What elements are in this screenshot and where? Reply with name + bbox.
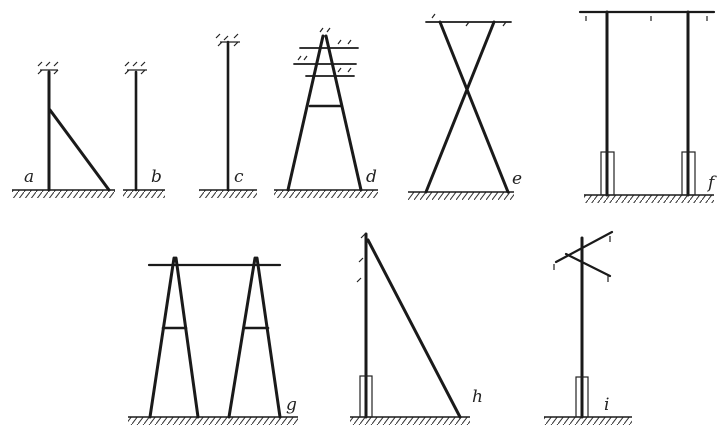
pole-h: h bbox=[350, 232, 483, 425]
base-h bbox=[359, 375, 373, 418]
insulators-i bbox=[553, 236, 611, 282]
leg-3-g bbox=[227, 256, 257, 419]
pole-f: f bbox=[578, 10, 717, 203]
leg-1-g bbox=[148, 256, 176, 419]
strut-h bbox=[366, 238, 462, 419]
insulators-c bbox=[215, 33, 240, 47]
leg-left-e bbox=[438, 20, 510, 194]
ground-hatch-d bbox=[274, 190, 378, 198]
ground-hatch-b bbox=[123, 190, 165, 198]
pole-c: c bbox=[199, 33, 257, 198]
pole-e: e bbox=[408, 13, 522, 200]
ground-hatch-h bbox=[350, 417, 470, 425]
ground-hatch-a bbox=[12, 190, 115, 198]
insulators-a bbox=[37, 61, 59, 75]
ground-hatch-i bbox=[544, 417, 632, 425]
pole-g: g bbox=[128, 256, 298, 425]
label-g: g bbox=[286, 395, 297, 415]
label-f: f bbox=[706, 173, 717, 193]
insulators-h bbox=[356, 233, 366, 283]
insulators-f bbox=[585, 16, 708, 21]
leg-left-d bbox=[286, 34, 325, 192]
strut-a bbox=[48, 108, 111, 192]
ground-hatch-g bbox=[128, 417, 298, 425]
label-b: b bbox=[151, 167, 162, 187]
base-left-f bbox=[600, 151, 615, 196]
label-c: c bbox=[234, 167, 244, 187]
base-i bbox=[575, 376, 589, 418]
ground-hatch-f bbox=[584, 195, 714, 203]
label-h: h bbox=[472, 387, 483, 407]
leg-4-g bbox=[255, 256, 282, 419]
label-i: i bbox=[604, 395, 609, 415]
insulators-d bbox=[297, 27, 352, 73]
label-e: e bbox=[512, 169, 522, 189]
insulators-e bbox=[431, 13, 507, 27]
pole-i: i bbox=[544, 230, 632, 425]
leg-right-e bbox=[424, 20, 496, 194]
crossarm-lower-i bbox=[564, 252, 612, 278]
pole-b: b bbox=[123, 61, 165, 198]
leg-right-d bbox=[324, 34, 363, 192]
crossarm-upper-i bbox=[554, 230, 614, 264]
label-d: d bbox=[366, 167, 377, 187]
base-right-f bbox=[681, 151, 696, 196]
ground-hatch-c bbox=[199, 190, 257, 198]
label-a: a bbox=[24, 167, 34, 187]
pole-d: d bbox=[274, 27, 378, 198]
pole-a: a bbox=[12, 61, 115, 198]
insulators-b bbox=[124, 61, 147, 75]
ground-hatch-e bbox=[408, 192, 514, 200]
leg-2-g bbox=[174, 256, 200, 419]
